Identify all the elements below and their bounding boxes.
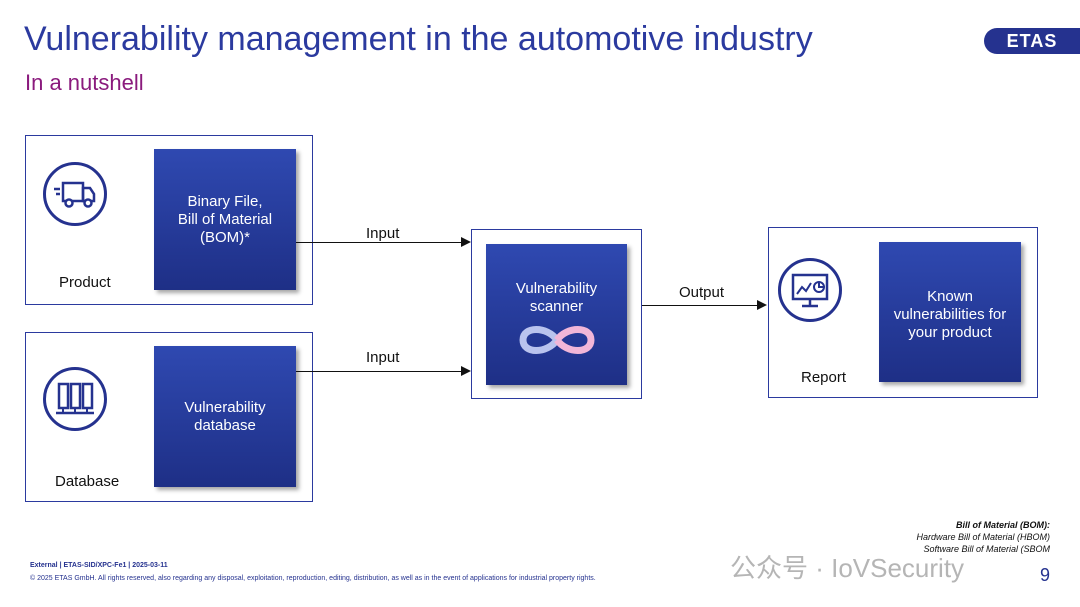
truck-icon (43, 162, 107, 226)
footer-document-id: External | ETAS-SID/XPC-Fe1 | 2025-03-11 (30, 562, 168, 569)
footer-copyright: © 2025 ETAS GmbH. All rights reserved, a… (30, 575, 596, 582)
vulnerability-scanner-box: Vulnerability scanner (486, 244, 627, 385)
page-subtitle: In a nutshell (25, 70, 144, 95)
output-label: Output (679, 284, 725, 301)
bom-footnote: Bill of Material (BOM): Hardware Bill of… (916, 519, 1050, 555)
vulnerability-database-box: Vulnerability database (154, 346, 296, 487)
bom-footnote-sbom: Software Bill of Material (SBOM (923, 544, 1050, 554)
input-top-label: Input (366, 225, 400, 242)
known-vulnerabilities-box: Known vulnerabilities for your product (879, 242, 1021, 382)
server-rack-icon (43, 367, 107, 431)
bom-footnote-hbom: Hardware Bill of Material (HBOM) (916, 532, 1050, 542)
input-arrow-bottom-head (461, 366, 471, 376)
output-arrow-head (757, 300, 767, 310)
watermark: 公众号 · IoVSecurity (730, 553, 965, 583)
infinity-loop-icon (519, 326, 595, 354)
monitor-chart-icon (778, 258, 842, 322)
scanner-label: Vulnerability scanner (515, 280, 598, 315)
page-title: Vulnerability management in the automoti… (24, 20, 813, 58)
page-number: 9 (1040, 565, 1051, 585)
input-arrow-bottom-line (296, 371, 462, 372)
input-arrow-top-head (461, 237, 471, 247)
input-arrow-top-line (296, 242, 462, 243)
database-label: Database (55, 473, 120, 490)
report-label: Report (801, 369, 847, 386)
product-label: Product (59, 274, 111, 291)
known-vulnerabilities-label: Known vulnerabilities for your product (893, 288, 1007, 341)
etas-logo: ETAS (984, 28, 1080, 54)
input-bottom-label: Input (366, 349, 400, 366)
output-arrow-line (642, 305, 758, 306)
bom-footnote-title: Bill of Material (BOM): (956, 520, 1050, 530)
product-bom-box: Binary File, Bill of Material (BOM)* (154, 149, 296, 290)
